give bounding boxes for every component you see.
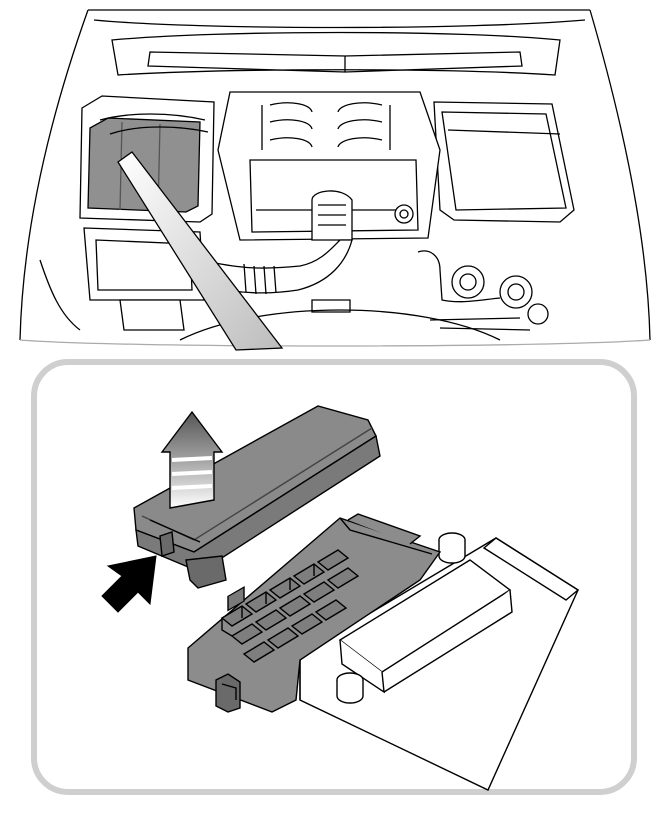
base-clip <box>215 673 241 713</box>
fluid-reservoirs <box>417 250 549 331</box>
push-clip-arrow <box>101 555 157 613</box>
projection-beam <box>117 151 284 351</box>
cowl-panel <box>111 31 561 76</box>
battery-box <box>433 101 575 223</box>
right-fender <box>589 9 651 341</box>
engine-bay-view <box>19 9 651 347</box>
left-fender <box>19 9 89 341</box>
cover-latch <box>185 555 227 589</box>
fuse-box-highlight <box>79 95 215 223</box>
battery-unit <box>299 532 580 791</box>
fuse-box-cover <box>133 405 381 589</box>
engine-cover <box>217 91 441 241</box>
fuse-array <box>227 586 245 612</box>
fuse-box-base <box>187 513 442 713</box>
